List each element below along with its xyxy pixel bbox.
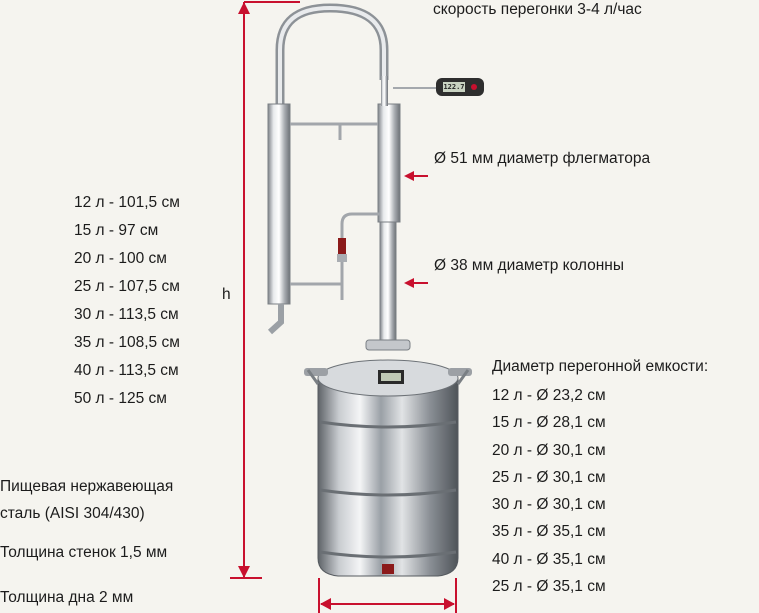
diameter-item: 20 л - Ø 30,1 см — [492, 441, 606, 459]
reflux-condenser — [377, 103, 401, 223]
cooler — [267, 103, 291, 305]
diameter-item: 15 л - Ø 28,1 см — [492, 414, 606, 432]
diameter-item: 30 л - Ø 30,1 см — [492, 496, 606, 514]
diameter-list: 12 л - Ø 23,2 см 15 л - Ø 28,1 см 20 л -… — [492, 382, 606, 600]
material-line-2: сталь (AISI 304/430) — [0, 505, 145, 522]
speed-label: скорость перегонки 3-4 л/час — [433, 1, 642, 18]
height-item: 40 л - 113,5 см — [74, 362, 179, 379]
diameter-title: Диаметр перегонной емкости: — [492, 358, 709, 375]
height-symbol: h — [222, 286, 231, 303]
diameter-item: 25 л - Ø 35,1 см — [492, 578, 606, 596]
diameter-item: 35 л - Ø 35,1 см — [492, 523, 606, 541]
bottom-thickness: Толщина дна 2 мм — [0, 589, 134, 606]
height-item: 15 л - 97 см — [74, 222, 159, 239]
thermometer-display: 122.7 — [443, 83, 465, 91]
wall-thickness: Толщина стенок 1,5 мм — [0, 544, 168, 561]
height-item: 35 л - 108,5 см — [74, 334, 180, 351]
reflux-diameter-label: Ø 51 мм диаметр флегматора — [434, 150, 651, 167]
height-list: 12 л - 101,5 см 15 л - 97 см 20 л - 100 … — [74, 189, 180, 413]
height-item: 12 л - 101,5 см — [74, 194, 180, 211]
material-line-1: Пищевая нержавеющая — [0, 478, 174, 495]
thermometer — [393, 78, 484, 96]
height-item: 30 л - 113,5 см — [74, 306, 179, 323]
diameter-item: 25 л - Ø 30,1 см — [492, 468, 606, 486]
height-dimension — [230, 1, 300, 579]
boiler-tank — [304, 359, 472, 577]
tank-diameter-dimension — [318, 578, 457, 613]
vapor-arc-pipe — [275, 3, 389, 108]
height-item: 50 л - 125 см — [74, 390, 167, 407]
diameter-item: 12 л - Ø 23,2 см — [492, 387, 606, 404]
height-item: 20 л - 100 см — [74, 250, 167, 267]
column-diameter-label: Ø 38 мм диаметр колонны — [434, 257, 624, 274]
height-item: 25 л - 107,5 см — [74, 278, 180, 295]
diameter-item: 40 л - Ø 35,1 см — [492, 550, 606, 568]
column — [379, 221, 397, 341]
